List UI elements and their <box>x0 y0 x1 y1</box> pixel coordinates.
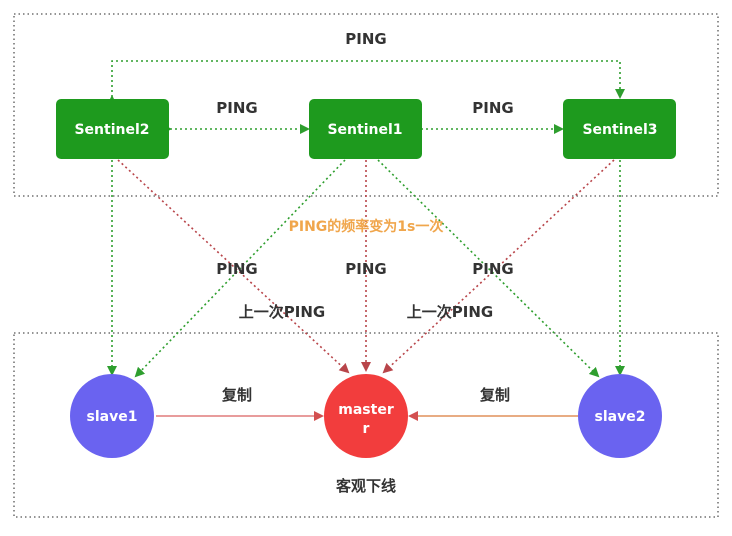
sentinel2-label: Sentinel2 <box>74 122 149 138</box>
data-node-group-border <box>13 332 719 518</box>
ping-right-label: PING <box>472 260 513 278</box>
ping-top-loop <box>107 60 625 105</box>
master-label-part1: mas <box>338 402 370 418</box>
master-label-line2: r <box>363 421 370 437</box>
ping-s2-master <box>117 159 350 374</box>
slave1-label: slave1 <box>87 409 138 425</box>
ping-s1-slave1 <box>134 159 346 378</box>
sentinel3-label: Sentinel3 <box>582 122 657 138</box>
last-ping-left-label: 上一次PING <box>239 303 325 321</box>
master-node[interactable]: master r <box>324 374 408 458</box>
sentinel1-label: Sentinel1 <box>327 122 402 138</box>
last-ping-right-label: 上一次PING <box>407 303 493 321</box>
ping-s1-slave2 <box>377 159 600 378</box>
ping-s3-master <box>382 159 615 374</box>
sentinel1-node[interactable]: Sentinel1 <box>309 99 422 159</box>
sentinel3-node[interactable]: Sentinel3 <box>563 99 676 159</box>
ping-s1-s3-label: PING <box>472 99 513 117</box>
master-label-part2: ter <box>371 402 394 418</box>
objective-down-caption: 客观下线 <box>335 477 396 495</box>
ping-s2-s1-label: PING <box>216 99 257 117</box>
replicate-left-label: 复制 <box>221 386 252 404</box>
slave2-node[interactable]: slave2 <box>578 374 662 458</box>
master-label: master <box>338 402 394 418</box>
slave2-label: slave2 <box>595 409 646 425</box>
sentinel2-node[interactable]: Sentinel2 <box>56 99 169 159</box>
replicate-right-label: 复制 <box>479 386 510 404</box>
ping-left-label: PING <box>216 260 257 278</box>
ping-frequency-note: PING的频率变为1s一次 <box>289 218 444 235</box>
ping-center-label: PING <box>345 260 386 278</box>
slave1-node[interactable]: slave1 <box>70 374 154 458</box>
ping-top-label: PING <box>345 30 386 48</box>
